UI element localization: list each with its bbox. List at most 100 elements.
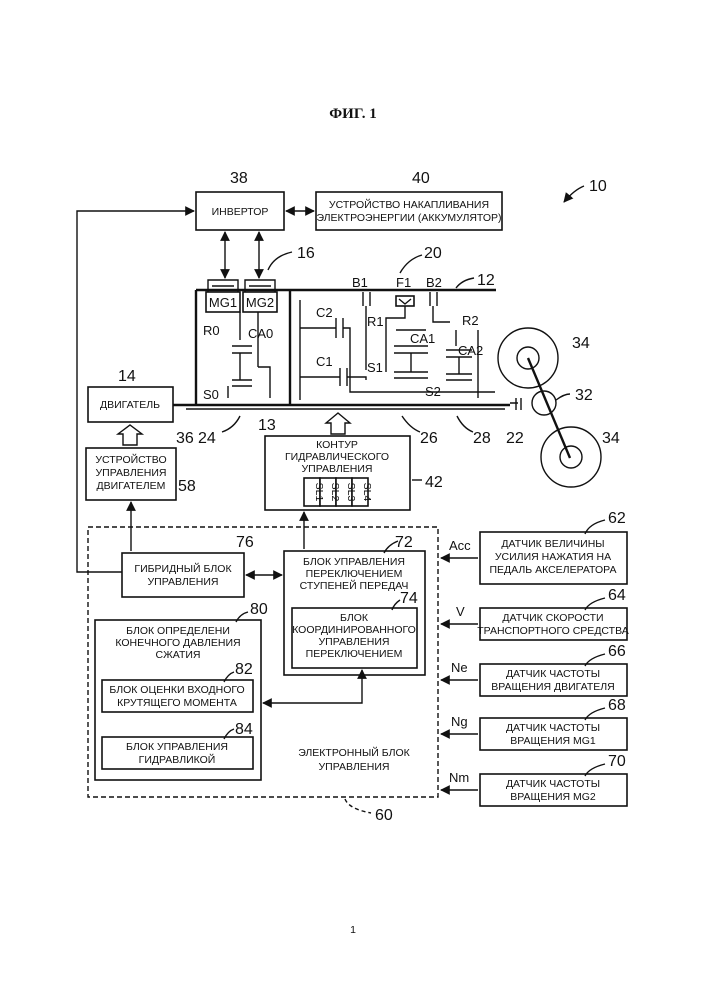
ca1-label: CA1: [410, 331, 435, 346]
storage-label-1: УСТРОЙСТВО НАКАПЛИВАНИЯ: [329, 198, 489, 211]
ca0-label: CA0: [248, 326, 273, 341]
storage-box: [316, 192, 502, 230]
coord-label-2: КООРДИНИРОВАННОГО: [292, 624, 416, 636]
hybrid-label-2: УПРАВЛЕНИЯ: [147, 576, 218, 588]
ecu-label-2: УПРАВЛЕНИЯ: [318, 761, 389, 773]
solenoid-sl4-label: SL4: [361, 483, 373, 502]
r2-label: R2: [462, 313, 479, 328]
shift-label-1: БЛОК УПРАВЛЕНИЯ: [303, 556, 405, 568]
leader-20: [400, 255, 422, 273]
sensor-ne-label-2: ВРАЩЕНИЯ ДВИГАТЕЛЯ: [491, 681, 615, 693]
torque-est-label-1: БЛОК ОЦЕНКИ ВХОДНОГО: [109, 684, 244, 696]
b1-label: B1: [352, 275, 368, 290]
ref-42: 42: [425, 474, 443, 491]
hydraulic-ctrl-label-1: БЛОК УПРАВЛЕНИЯ: [126, 741, 228, 753]
ref-74: 74: [400, 590, 418, 607]
mg2-label: MG2: [246, 295, 274, 310]
output-coupling: [510, 398, 521, 410]
wheel-bottom-inner: [560, 446, 582, 468]
shift-label-3: СТУПЕНЕЙ ПЕРЕДАЧ: [300, 579, 409, 592]
ref-80: 80: [250, 601, 268, 618]
ref-58: 58: [178, 478, 196, 495]
ref-60: 60: [375, 807, 393, 824]
leader-28: [457, 416, 473, 432]
leader-16: [268, 252, 292, 270]
ecu-label-1: ЭЛЕКТРОННЫЙ БЛОК: [298, 746, 410, 759]
c2-label: C2: [316, 305, 333, 320]
hybrid-label-1: ГИБРИДНЫЙ БЛОК: [134, 562, 232, 575]
ref-10: 10: [589, 178, 607, 195]
sensor-ne-label-1: ДАТЧИК ЧАСТОТЫ: [506, 668, 600, 680]
engine-control-arrow: [118, 425, 142, 445]
sensor-acc-label-1: ДАТЧИК ВЕЛИЧИНЫ: [501, 538, 604, 550]
solenoid-sl3-label: SL3: [345, 483, 357, 502]
r1-label: R1: [367, 314, 384, 329]
signal-ng: Ng: [451, 714, 468, 729]
page-number: 1: [350, 924, 356, 936]
ref-24: 24: [198, 430, 216, 447]
leader-60: [345, 799, 371, 813]
c1-label: C1: [316, 354, 333, 369]
ref-76: 76: [236, 534, 254, 551]
ref-28: 28: [473, 430, 491, 447]
sensor-acc-label-2: УСИЛИЯ НАЖАТИЯ НА: [495, 551, 611, 563]
ref-34a: 34: [572, 335, 590, 352]
sensor-nm-label-1: ДАТЧИК ЧАСТОТЫ: [506, 778, 600, 790]
ref-16: 16: [297, 245, 315, 262]
pressure-label-2: КОНЕЧНОГО ДАВЛЕНИЯ: [115, 637, 240, 649]
f1-link: [386, 306, 405, 372]
sensor-ng-label-1: ДАТЧИК ЧАСТОТЫ: [506, 722, 600, 734]
signal-acc: Acc: [449, 538, 471, 553]
ref-68: 68: [608, 697, 626, 714]
leader-26: [402, 416, 420, 432]
ref-13: 13: [258, 417, 276, 434]
ref-14: 14: [118, 368, 136, 385]
solenoid-sl1-label: SL1: [313, 483, 325, 502]
ref-64: 64: [608, 587, 626, 604]
sensor-speed-label-2: ТРАНСПОРТНОГО СРЕДСТВА: [477, 625, 628, 637]
ref-32: 32: [575, 387, 593, 404]
leader-32: [556, 394, 570, 400]
pressure-label-1: БЛОК ОПРЕДЕЛЕНИ: [126, 625, 230, 637]
ref-72: 72: [395, 534, 413, 551]
ref-40: 40: [412, 170, 430, 187]
coord-label-3: УПРАВЛЕНИЯ: [318, 636, 389, 648]
signal-nm: Nm: [449, 770, 469, 785]
solenoid-group: SL1 SL2 SL3 SL4: [304, 478, 373, 506]
shift-label-2: ПЕРЕКЛЮЧЕНИЕМ: [306, 568, 403, 580]
s1-label: S1: [367, 360, 383, 375]
ref-34b: 34: [602, 430, 620, 447]
leader-24: [222, 416, 240, 432]
storage-label-2: ЭЛЕКТРОЭНЕРГИИ (АККУМУЛЯТОР): [316, 212, 501, 224]
f1-label: F1: [396, 275, 411, 290]
coord-label-1: БЛОК: [340, 612, 369, 624]
coord-label-4: ПЕРЕКЛЮЧЕНИЕМ: [306, 648, 403, 660]
solenoid-sl2-label: SL2: [329, 483, 341, 502]
hydraulic-label-3: УПРАВЛЕНИЯ: [301, 463, 372, 475]
ref-38: 38: [230, 170, 248, 187]
engine-label: ДВИГАТЕЛЬ: [100, 399, 160, 411]
engine-control-label-2: УПРАВЛЕНИЯ: [95, 467, 166, 479]
mg1-label: MG1: [209, 295, 237, 310]
ref-36: 36: [176, 430, 194, 447]
s2-label: S2: [425, 384, 441, 399]
leader-10: [564, 186, 584, 202]
hydraulic-arrow: [326, 413, 350, 434]
pressure-label-3: СЖАТИЯ: [155, 649, 200, 661]
leader-12: [456, 278, 474, 288]
signal-v: V: [456, 604, 465, 619]
wheel-bottom-outer: [541, 427, 601, 487]
b2-link: [433, 306, 450, 322]
hydraulic-label-1: КОНТУР: [316, 439, 358, 451]
axle: [528, 358, 570, 458]
figure-title: ФИГ. 1: [329, 106, 376, 122]
s0-label: S0: [203, 387, 219, 402]
ref-70: 70: [608, 753, 626, 770]
inverter-label: ИНВЕРТОР: [212, 206, 269, 218]
engine-control-label-1: УСТРОЙСТВО: [95, 453, 166, 466]
ref-66: 66: [608, 643, 626, 660]
b2-label: B2: [426, 275, 442, 290]
signal-ne: Ne: [451, 660, 468, 675]
hydraulic-label-2: ГИДРАВЛИЧЕСКОГО: [285, 451, 389, 463]
